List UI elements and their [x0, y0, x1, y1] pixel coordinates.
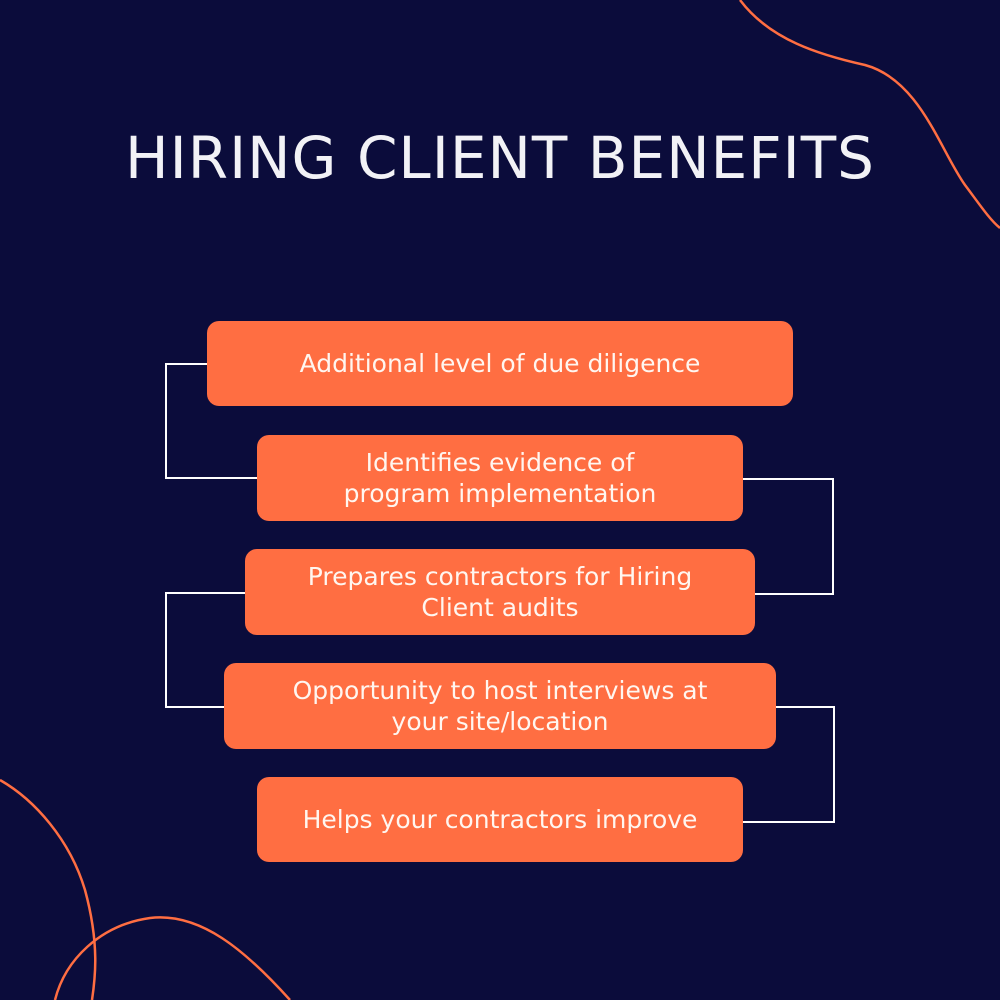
benefit-line: your site/location — [391, 707, 609, 736]
benefit-text: Identifies evidence of program implement… — [344, 447, 657, 509]
decorative-curve-top-right — [739, 0, 1000, 229]
benefit-box-program-implementation: Identifies evidence of program implement… — [257, 435, 743, 521]
benefit-box-host-interviews: Opportunity to host interviews at your s… — [224, 663, 776, 749]
benefit-line: program implementation — [343, 479, 657, 508]
connector-3-4 — [165, 592, 245, 708]
benefit-text: Helps your contractors improve — [303, 804, 698, 835]
connector-4-5 — [743, 706, 835, 823]
benefit-line: Helps your contractors improve — [302, 805, 698, 834]
connector-1-2 — [165, 363, 257, 479]
page-title: HIRING CLIENT BENEFITS — [125, 124, 875, 192]
connector-2-3 — [743, 478, 834, 595]
benefit-box-audit-preparation: Prepares contractors for Hiring Client a… — [245, 549, 755, 635]
benefit-text: Additional level of due diligence — [300, 348, 701, 379]
benefit-line: Prepares contractors for Hiring — [307, 562, 693, 591]
benefit-box-due-diligence: Additional level of due diligence — [207, 321, 793, 406]
benefit-text: Opportunity to host interviews at your s… — [293, 675, 708, 737]
benefit-text: Prepares contractors for Hiring Client a… — [308, 561, 692, 623]
benefit-box-contractor-improvement: Helps your contractors improve — [257, 777, 743, 862]
benefit-line: Client audits — [421, 593, 579, 622]
benefit-line: Additional level of due diligence — [299, 349, 701, 378]
benefit-line: Identifies evidence of — [365, 448, 635, 477]
benefit-line: Opportunity to host interviews at — [292, 676, 708, 705]
decorative-curve-bottom-left-1 — [0, 778, 97, 1000]
decorative-curve-bottom-left-2 — [53, 916, 291, 1000]
